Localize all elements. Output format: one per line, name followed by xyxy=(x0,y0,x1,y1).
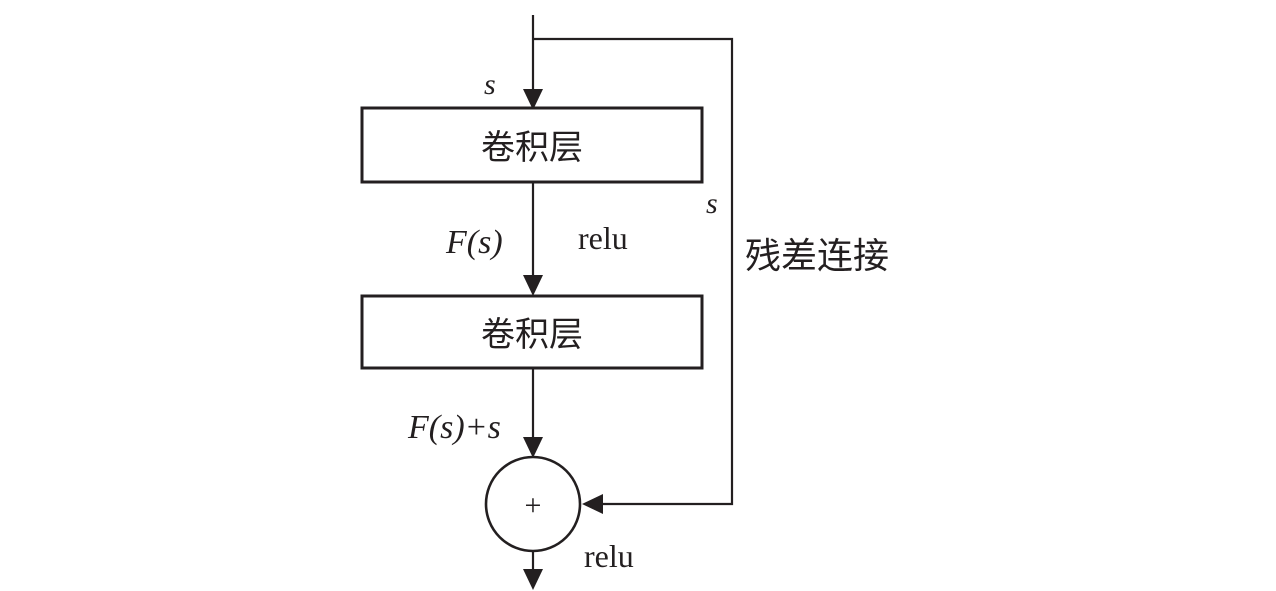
arrowhead-into-block-1 xyxy=(523,89,543,110)
activation-1-label: relu xyxy=(578,220,628,256)
skip-connection-label: 残差连接 xyxy=(745,236,889,277)
output-arrowhead xyxy=(523,569,543,590)
sum-input-label: F(s)+s xyxy=(407,409,501,446)
input-label-s: s xyxy=(484,68,496,101)
conv-layer-block-1-label: 卷积层 xyxy=(481,128,583,168)
activation-2-label: relu xyxy=(584,538,634,574)
arrowhead-into-sum xyxy=(582,494,603,514)
arrowhead-into-block-2 xyxy=(523,275,543,296)
sum-node-symbol: + xyxy=(525,489,542,522)
conv-layer-block-2-label: 卷积层 xyxy=(481,315,583,355)
skip-label-s: s xyxy=(706,187,718,220)
arrowhead-into-sum-top xyxy=(523,437,543,458)
first-block-output-label: F(s) xyxy=(445,224,503,261)
skip-connection-line xyxy=(533,37,734,506)
conv-layer-block-1 xyxy=(360,106,704,184)
